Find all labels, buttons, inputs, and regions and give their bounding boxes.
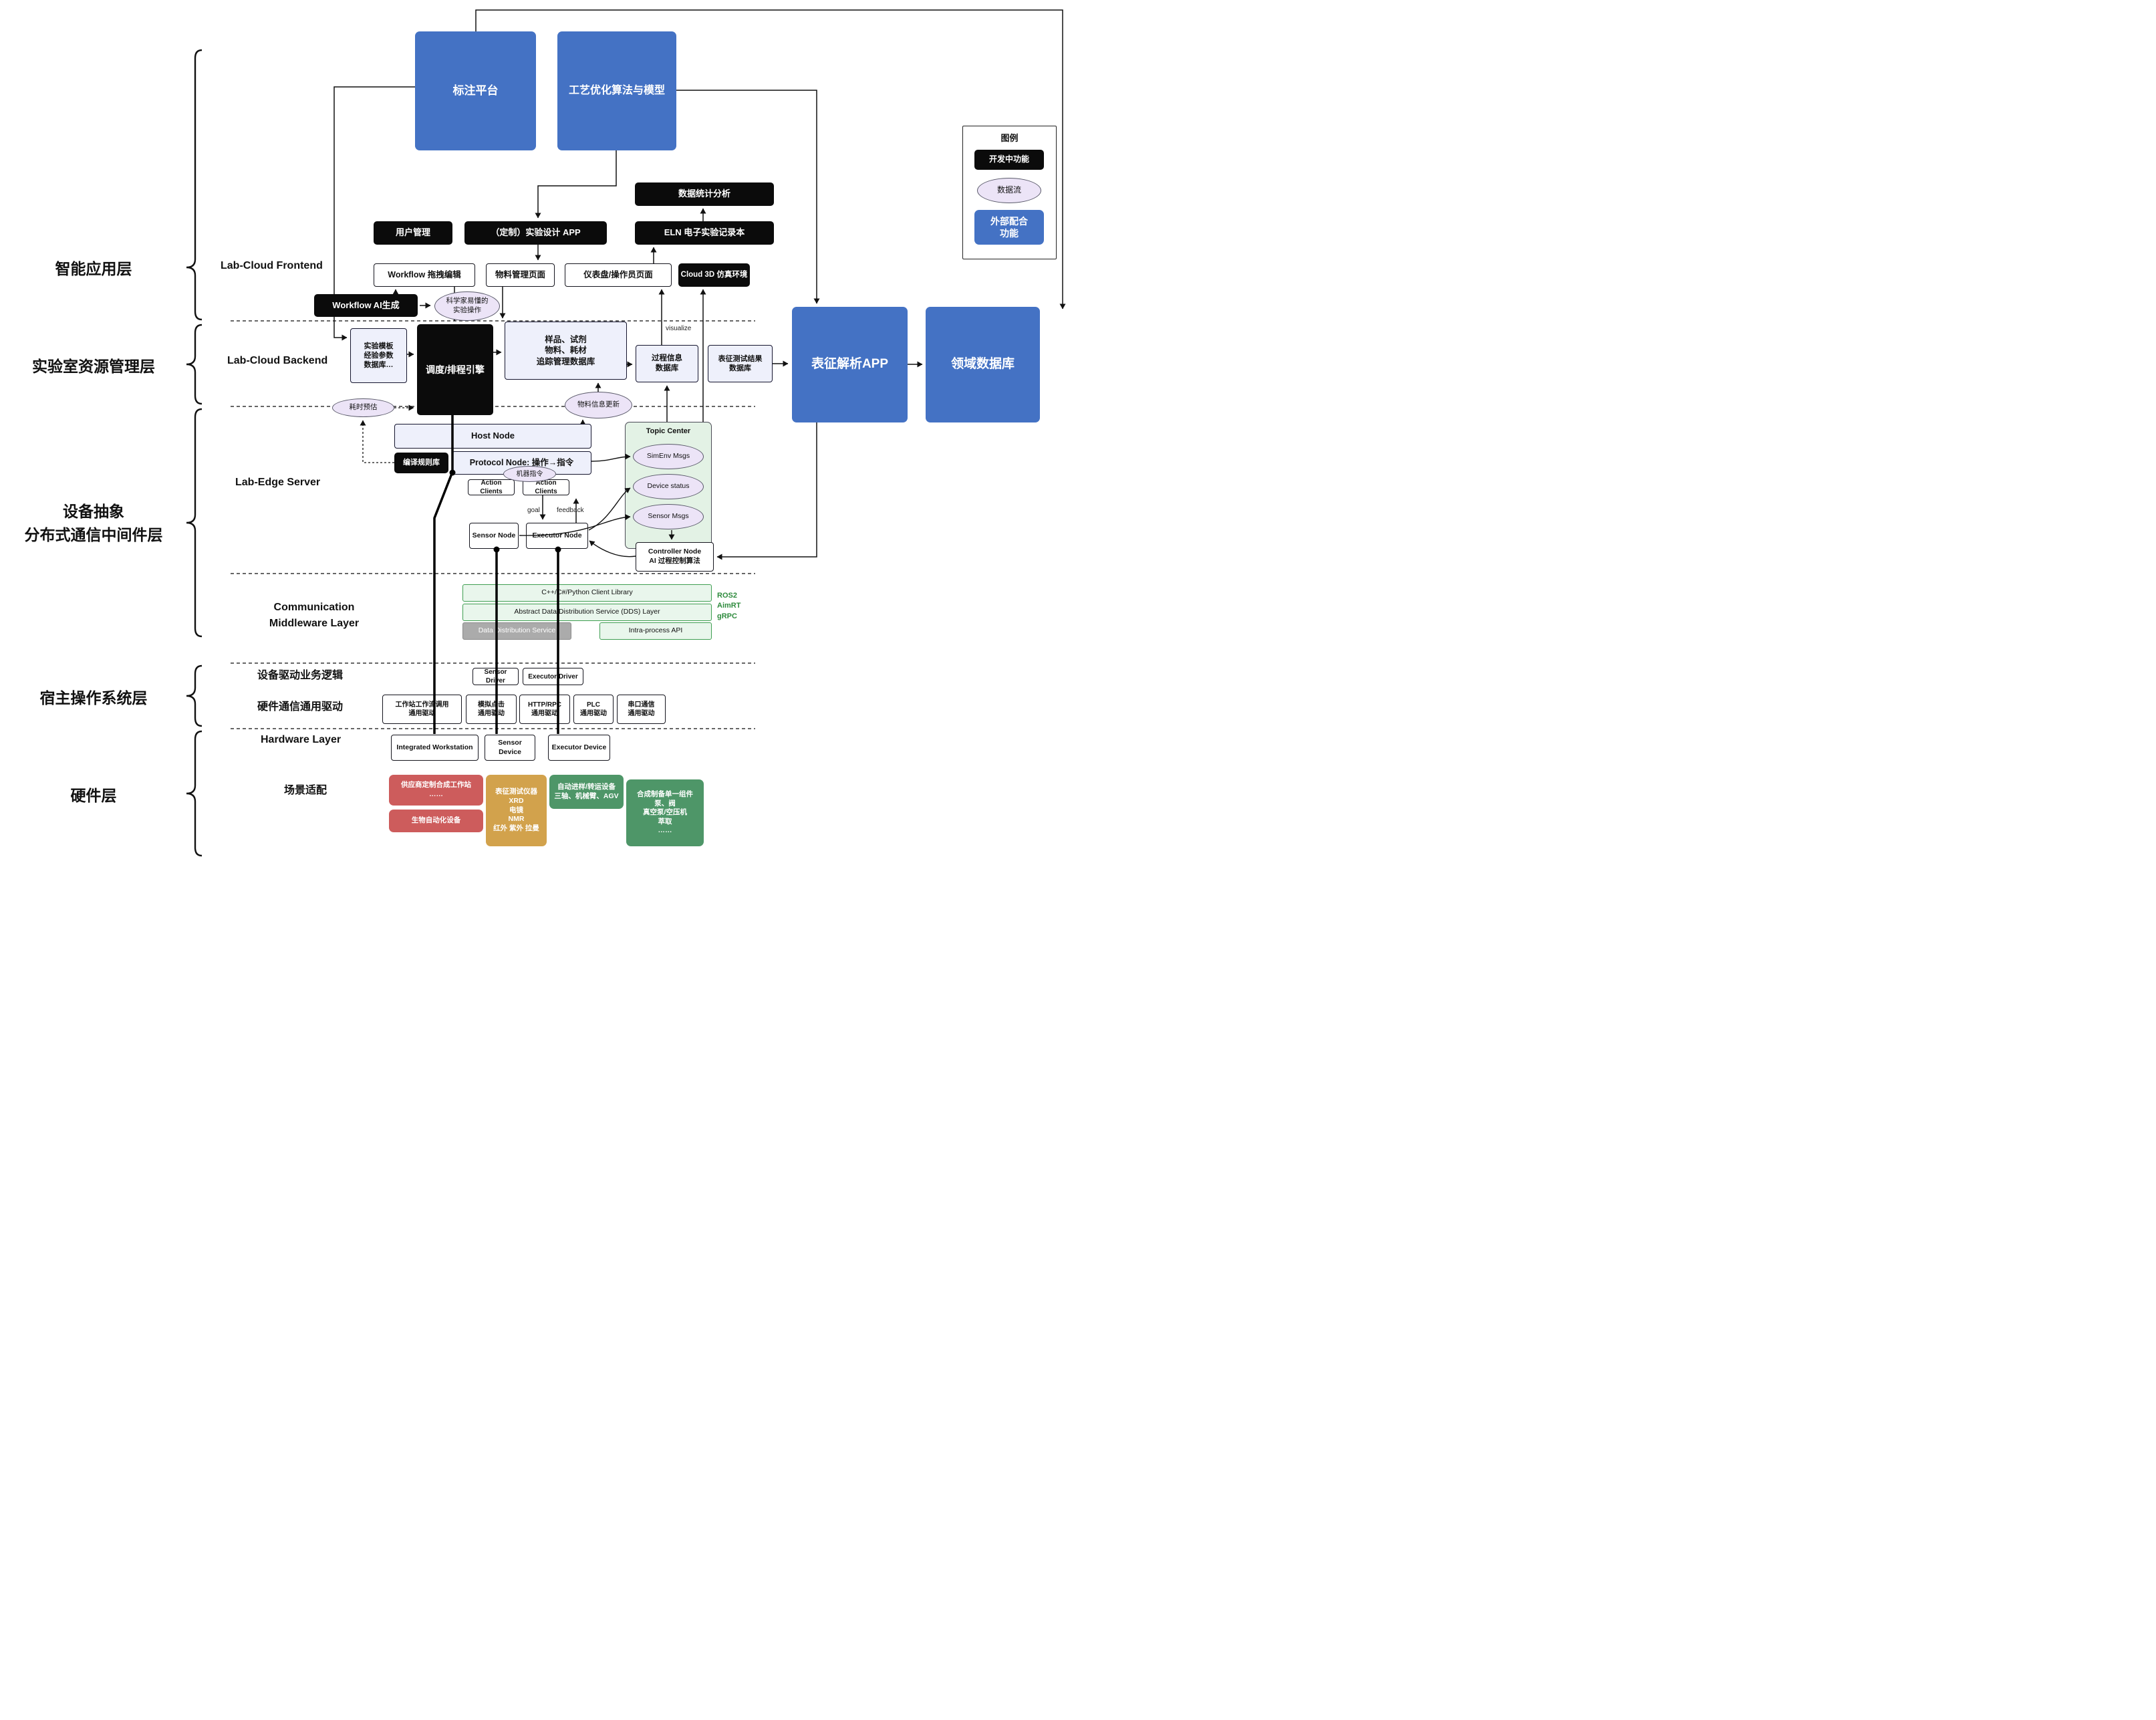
goal-label: goal xyxy=(527,507,540,514)
layer-label-hardware: 硬件层 xyxy=(70,787,117,804)
section-label-driver-logic: 设备驱动业务逻辑 xyxy=(257,670,344,681)
sample-tracking-db-box: 样品、试剂 物料、耗材 追踪管理数据库 xyxy=(505,322,627,380)
device-status-ellipse: Device status xyxy=(633,474,704,499)
layer-label-device-middleware: 设备抽象 分布式通信中间件层 xyxy=(24,503,163,543)
workflow-ai-box: Workflow AI生成 xyxy=(314,294,418,317)
client-library-box: C++/C#/Python Client Library xyxy=(462,584,712,602)
legend-item-in-development: 开发中功能 xyxy=(974,150,1044,170)
characterization-instrument-box: 表征测试仪器 XRD 电镜 NMR 红外 紫外 拉曼 xyxy=(486,775,547,846)
process-info-db-box: 过程信息 数据库 xyxy=(636,345,698,382)
layer-label-host-os: 宿主操作系统层 xyxy=(39,689,148,707)
serial-driver-box: 串口通信 通用驱动 xyxy=(617,695,666,724)
click-sim-driver-box: 模拟点击 通用驱动 xyxy=(466,695,517,724)
annotation-platform-box: 标注平台 xyxy=(415,31,536,150)
workstation-driver-box: 工作站工作流调用 通用驱动 xyxy=(382,695,462,724)
data-statistics-box: 数据统计分析 xyxy=(635,182,774,206)
http-rpc-driver-box: HTTP/RPC 通用驱动 xyxy=(519,695,570,724)
feedback-label: feedback xyxy=(557,507,584,514)
sensor-msgs-ellipse: Sensor Msgs xyxy=(633,504,704,529)
vendor-workstation-box: 供应商定制合成工作站 …… xyxy=(389,775,483,806)
sensor-device-box: Sensor Device xyxy=(485,735,535,761)
material-update-ellipse: 物料信息更新 xyxy=(565,392,632,418)
controller-node-box: Controller Node AI 过程控制算法 xyxy=(636,542,714,572)
layer-label-application: 智能应用层 xyxy=(55,260,132,277)
domain-database-box: 领域数据库 xyxy=(926,307,1040,422)
legend-item-external: 外部配合 功能 xyxy=(974,210,1044,245)
legend-title: 图例 xyxy=(1000,133,1019,143)
synthesis-component-box: 合成制备单一组件 泵、阀 真空泵/空压机 萃取 …… xyxy=(626,779,704,846)
section-label-scenario: 场景适配 xyxy=(284,785,327,796)
host-node-box: Host Node xyxy=(394,424,591,449)
machine-instruction-ellipse: 机器指令 xyxy=(503,466,556,482)
scheduler-engine-box: 调度/排程引擎 xyxy=(417,324,493,415)
sensor-node-box: Sensor Node xyxy=(469,523,519,549)
simenv-msgs-ellipse: SimEnv Msgs xyxy=(633,444,704,469)
layer-label-lab-resource: 实验室资源管理层 xyxy=(32,358,155,375)
sensor-driver-box: Sensor Driver xyxy=(473,668,519,685)
visualize-label: visualize xyxy=(666,325,692,332)
dds-service-box: Data Distribution Service xyxy=(462,622,571,640)
intra-process-api-box: Intra-process API xyxy=(599,622,712,640)
characterization-result-db-box: 表征测试结果 数据库 xyxy=(708,345,773,382)
section-label-comm-middleware: Communication Middleware Layer xyxy=(269,602,360,629)
executor-device-box: Executor Device xyxy=(548,735,610,761)
section-label-frontend: Lab-Cloud Frontend xyxy=(221,260,323,271)
process-optimization-box: 工艺优化算法与模型 xyxy=(557,31,676,150)
plc-driver-box: PLC 通用驱动 xyxy=(573,695,614,724)
experiment-template-db-box: 实验模板 经验参数 数据库… xyxy=(350,328,407,383)
material-page-box: 物料管理页面 xyxy=(486,263,555,287)
executor-driver-box: Executor Driver xyxy=(523,668,583,685)
workflow-editor-box: Workflow 拖拽编辑 xyxy=(374,263,475,287)
executor-node-box: Executor Node xyxy=(526,523,588,549)
section-label-edge-server: Lab-Edge Server xyxy=(235,477,321,488)
characterization-analysis-app-box: 表征解析APP xyxy=(792,307,908,422)
time-estimate-ellipse: 耗时预估 xyxy=(332,398,394,417)
scientist-operations-ellipse: 科学家易懂的 实验操作 xyxy=(434,291,500,321)
section-label-hardware-layer: Hardware Layer xyxy=(261,734,342,745)
integrated-workstation-box: Integrated Workstation xyxy=(391,735,479,761)
user-management-box: 用户管理 xyxy=(374,221,452,245)
layer-braces xyxy=(186,49,203,857)
autosampler-transfer-box: 自动进样/转运设备 三轴、机械臂、AGV xyxy=(549,775,624,809)
legend-item-dataflow: 数据流 xyxy=(977,178,1041,203)
action-clients-box-2: Action Clients xyxy=(523,479,569,495)
middleware-stack-label: ROS2 AimRT gRPC xyxy=(717,592,741,620)
compile-rules-box: 编译规则库 xyxy=(394,453,448,473)
section-label-hw-comm-driver: 硬件通信通用驱动 xyxy=(257,701,344,713)
custom-experiment-design-app-box: （定制）实验设计 APP xyxy=(464,221,607,245)
architecture-diagram: 智能应用层 实验室资源管理层 设备抽象 分布式通信中间件层 宿主操作系统层 硬件… xyxy=(0,0,1078,860)
bio-automation-box: 生物自动化设备 xyxy=(389,810,483,832)
dds-abstract-layer-box: Abstract Data Distribution Service (DDS)… xyxy=(462,604,712,621)
eln-box: ELN 电子实验记录本 xyxy=(635,221,774,245)
action-clients-box-1: Action Clients xyxy=(468,479,515,495)
cloud-3d-sim-box: Cloud 3D 仿真环境 xyxy=(678,263,750,287)
dashboard-page-box: 仪表盘/操作员页面 xyxy=(565,263,672,287)
section-label-backend: Lab-Cloud Backend xyxy=(227,355,328,366)
